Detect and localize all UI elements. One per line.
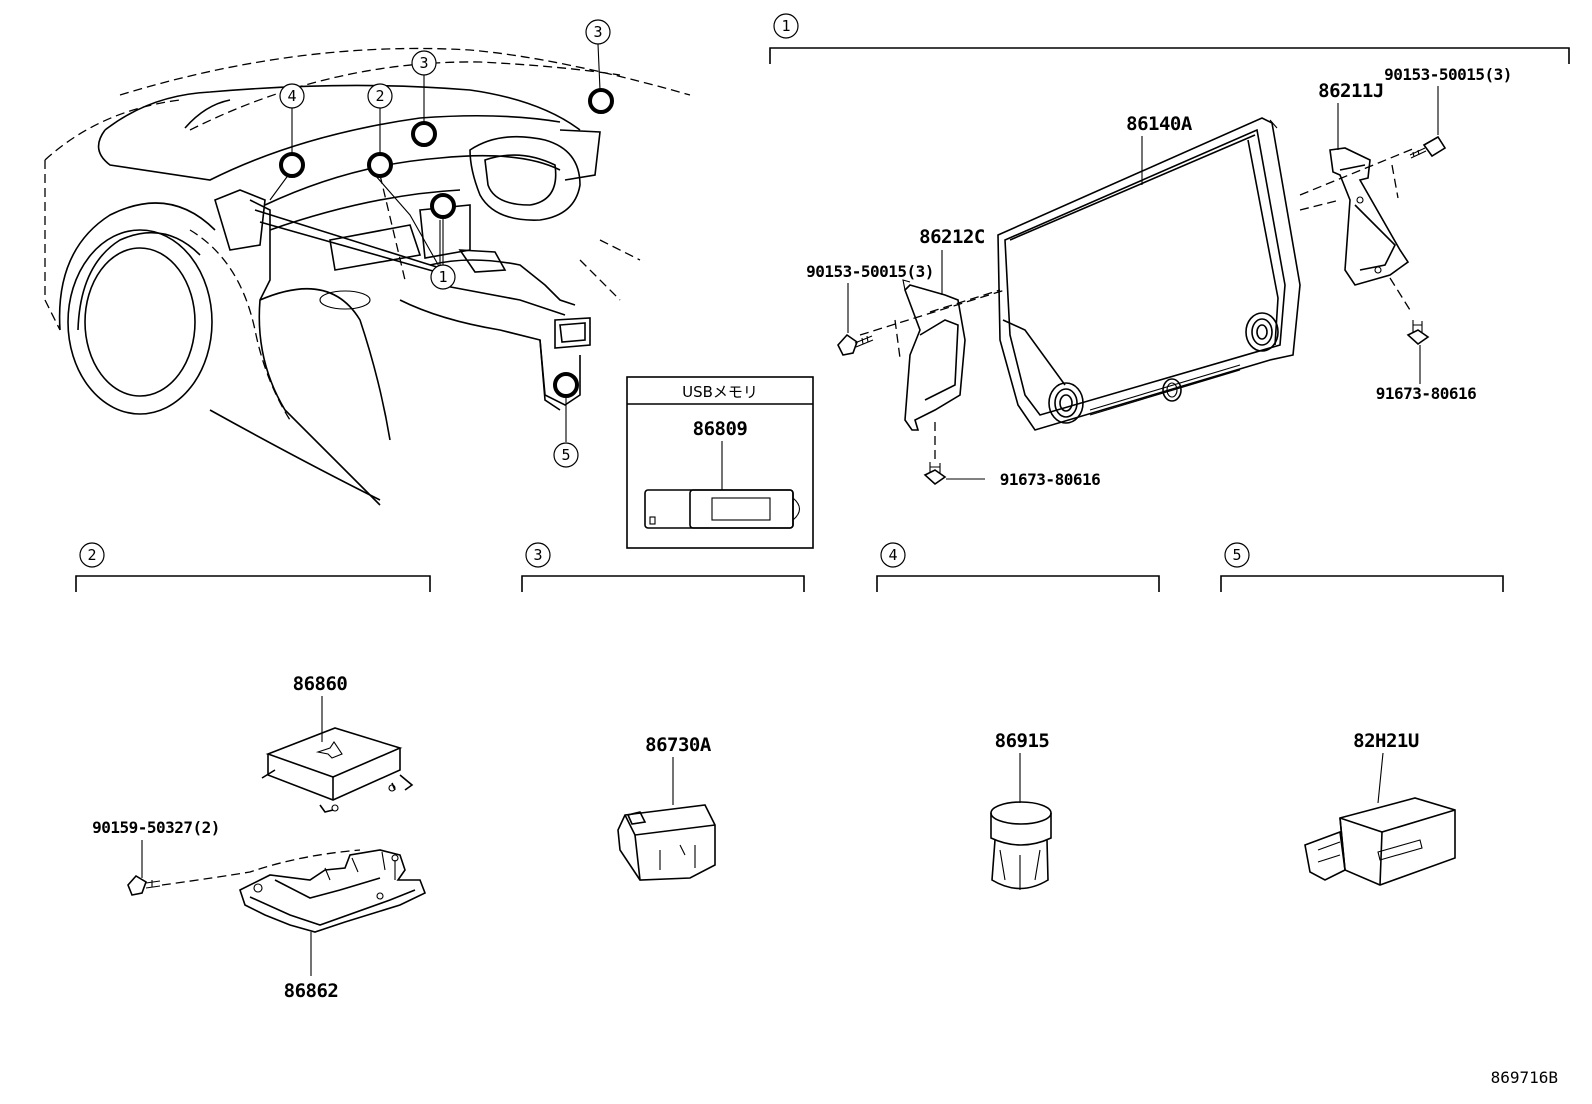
part-86140A: 86140A: [1126, 113, 1193, 135]
bracket-86211J: [1329, 147, 1410, 286]
module-86915: [990, 801, 1052, 890]
part-86860: 86860: [293, 673, 348, 695]
usb-memory-box: USBメモリ 86809: [626, 376, 814, 549]
display-panel: [997, 117, 1301, 431]
section-1-display: 1 86140A 8: [769, 13, 1570, 489]
part-86915: 86915: [995, 730, 1050, 752]
part-86862: 86862: [284, 980, 339, 1002]
screw-91673-bottom: [923, 462, 947, 486]
part-82H21U: 82H21U: [1353, 730, 1419, 752]
section-1-callout: 1: [781, 17, 790, 35]
section-4-callout: 4: [888, 546, 897, 564]
part-91673-80616-right: 91673-80616: [1376, 384, 1476, 403]
section-5-callout: 5: [1232, 546, 1241, 564]
module-86860: [261, 727, 414, 813]
callout-3-top: 3: [593, 23, 602, 41]
part-91673-80616-bottom: 91673-80616: [1000, 470, 1100, 489]
callout-1-overview: 1: [438, 268, 447, 286]
part-86211J: 86211J: [1318, 80, 1384, 102]
part-86809: 86809: [693, 418, 748, 440]
callout-5-overview: 5: [561, 446, 570, 464]
usb-box-title: USBメモリ: [682, 383, 758, 401]
part-90153-50015-left: 90153-50015(3): [806, 262, 934, 281]
overview-callouts: 3 3 4 2 1 5: [279, 19, 611, 468]
module-86730A: [617, 804, 716, 881]
callout-4-overview: 4: [287, 87, 296, 105]
part-90153-50015-top: 90153-50015(3): [1384, 65, 1512, 84]
section-5-module: 5 82H21U: [1220, 542, 1504, 886]
screw-91673-right: [1406, 320, 1430, 346]
part-86730A: 86730A: [645, 734, 712, 756]
callout-2-overview: 2: [375, 87, 384, 105]
screw-90159: [127, 874, 161, 896]
screw-90153-top: [1409, 135, 1447, 159]
section-3-module: 3 86730A: [521, 542, 805, 881]
section-2-callout: 2: [87, 546, 96, 564]
part-90159-50327: 90159-50327(2): [92, 818, 220, 837]
bracket-86212C: [902, 279, 966, 431]
section-4-module: 4 86915: [876, 542, 1160, 890]
callout-3-mid: 3: [419, 54, 428, 72]
section-3-callout: 3: [533, 546, 542, 564]
hdmi-module-82H21U: [1304, 797, 1456, 886]
screw-90153-left: [837, 333, 874, 356]
section-2-module: 2 86860 86862 90159-50327(2): [75, 542, 431, 1002]
bracket-86862: [239, 849, 427, 933]
usb-stick-icon: [644, 489, 801, 529]
diagram-id: 869716B: [1491, 1068, 1558, 1087]
part-86212C: 86212C: [919, 226, 985, 248]
car-interior-overview: [44, 43, 691, 506]
